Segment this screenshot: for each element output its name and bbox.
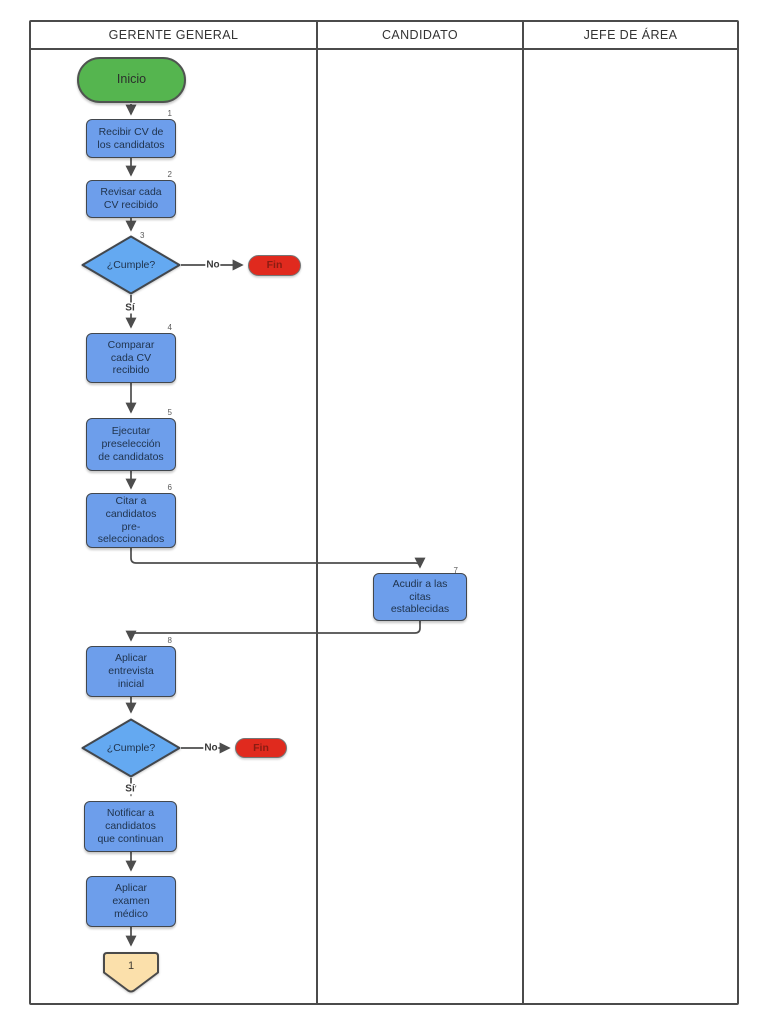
node-label: Notificar a candidatos que continuan	[97, 807, 164, 845]
lane-divider	[522, 50, 524, 1003]
node-label: Fin	[266, 259, 283, 272]
edge-label-si-1: Sí	[124, 302, 136, 314]
step-number: 6	[167, 483, 172, 492]
offpage-connector-shape	[103, 952, 159, 993]
step-number: 5	[167, 408, 172, 417]
edge-label-no-2: No	[203, 742, 219, 754]
decision-cumple-2: ¿Cumple?	[81, 718, 181, 778]
offpage-connector-1: 1	[103, 952, 159, 993]
process-ejecutar-preseleccion: 5 Ejecutar preselección de candidatos	[86, 408, 176, 471]
node-label: Citar a candidatos pre- seleccionados	[97, 494, 165, 546]
lane-divider	[316, 50, 318, 1003]
swimlane-header-row: GERENTE GENERAL CANDIDATO JEFE DE ÁREA	[31, 22, 737, 50]
lane-title: CANDIDATO	[381, 28, 459, 42]
step-number: 1	[167, 109, 172, 118]
lane-header-candidato: CANDIDATO	[318, 22, 524, 48]
process-citar-candidatos: 6 Citar a candidatos pre- seleccionados	[86, 483, 176, 548]
node-label: Ejecutar preselección de candidatos	[98, 425, 164, 463]
swimlane-body	[31, 50, 737, 1003]
process-revisar-cv: 2 Revisar cada CV recibido	[86, 170, 176, 218]
process-notificar-candidatos: Notificar a candidatos que continuan	[84, 801, 177, 852]
edge-label-no-1: No	[205, 259, 221, 271]
step-number: 3	[140, 231, 145, 240]
process-recibir-cv: 1 Recibir CV de los candidatos	[86, 109, 176, 158]
diamond-shape	[81, 235, 181, 295]
edge-label-si-2: Sí	[124, 783, 136, 795]
node-label: 1	[127, 960, 135, 972]
node-label: ¿Cumple?	[106, 741, 156, 754]
node-label: Aplicar entrevista inicial	[108, 652, 154, 690]
step-number: 8	[167, 636, 172, 645]
diamond-shape	[81, 718, 181, 778]
process-examen-medico: Aplicar examen médico	[86, 876, 176, 927]
process-acudir-citas: 7 Acudir a las citas establecidas	[373, 566, 467, 621]
end-node-fin-2: Fin	[235, 738, 287, 758]
end-node-fin-1: Fin	[248, 255, 301, 276]
step-number: 2	[167, 170, 172, 179]
lane-header-gerente-general: GERENTE GENERAL	[31, 22, 318, 48]
start-node-inicio: Inicio	[77, 57, 186, 103]
node-label: Acudir a las citas establecidas	[390, 577, 450, 616]
step-number: 4	[167, 323, 172, 332]
process-comparar-cv: 4 Comparar cada CV recibido	[86, 323, 176, 383]
node-label: Comparar cada CV recibido	[107, 338, 155, 377]
node-label: Inicio	[116, 72, 147, 87]
node-label: Recibir CV de los candidatos	[97, 125, 165, 151]
lane-title: JEFE DE ÁREA	[583, 28, 678, 42]
lane-title: GERENTE GENERAL	[108, 28, 239, 42]
node-label: ¿Cumple?	[106, 258, 156, 271]
node-label: Aplicar examen médico	[112, 882, 150, 920]
lane-header-jefe-de-area: JEFE DE ÁREA	[524, 22, 737, 48]
process-aplicar-entrevista: 8 Aplicar entrevista inicial	[86, 636, 176, 697]
step-number: 7	[453, 566, 458, 575]
decision-cumple-1: 3 ¿Cumple?	[81, 231, 181, 295]
node-label: Fin	[253, 741, 269, 754]
node-label: Revisar cada CV recibido	[100, 186, 162, 211]
